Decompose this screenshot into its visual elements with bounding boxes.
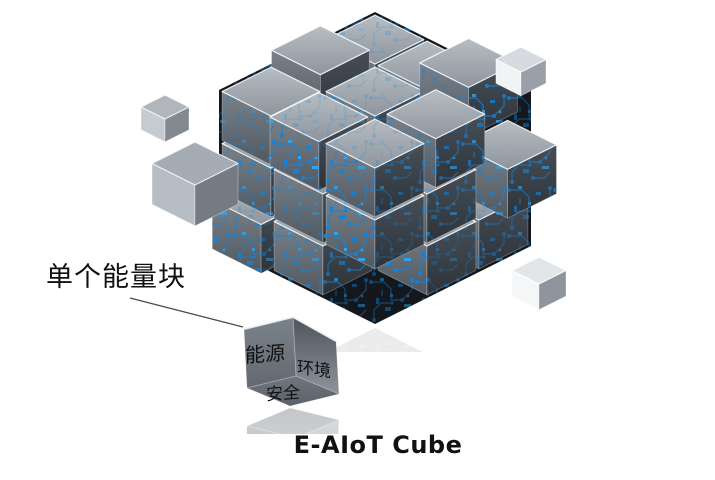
single-energy-block-label: 单个能量块 [46,262,186,293]
single-energy-block-cube [243,315,340,407]
page-title: E-AIoT Cube [293,431,463,459]
annotation-pointer-line [129,297,244,328]
energy-block-right-face-label: 环境 [297,357,331,383]
floating-blocks [140,46,567,311]
energy-block-bottom-face-label: 安全 [266,382,300,406]
energy-block-front-face-label: 能源 [245,340,285,368]
